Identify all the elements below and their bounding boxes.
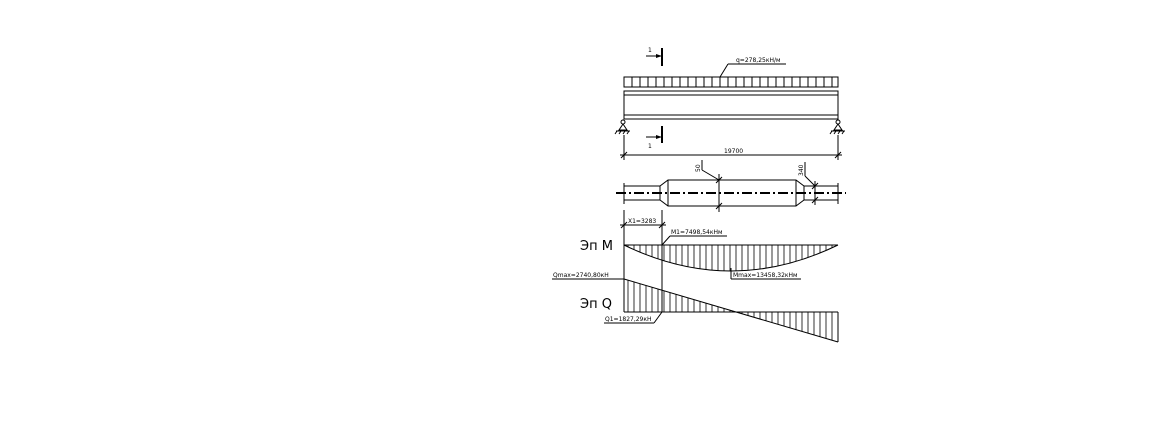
shear-hatch [627,280,833,341]
m1-label: M1=7498,54кНм [671,229,723,236]
section-mark-bottom-label: 1 [648,143,652,150]
support-left [614,119,630,135]
load-ticks [631,77,833,87]
load-label: q=278,25кН/м [736,57,781,64]
epure-m-title: Эп М [580,239,613,254]
section-mark-bottom: 1 [646,126,663,150]
dim-height-end-label: 340 [798,164,805,176]
qmax-label: Qmax=2740,80кН [553,272,609,279]
beam-elevation [623,90,839,120]
epure-q-title: Эп Q [580,297,612,312]
beam-plan [616,179,846,207]
q1-label: Q1=1827,29кН [605,316,652,323]
section-mark-top-label: 1 [648,47,652,54]
span-dimension: 19700 [620,135,842,160]
x1-label: X1=3283 [628,218,656,225]
section-mark-top: 1 [646,47,663,66]
moment-epure: Эп М M1=7498,54кНм Mmax=13458,32кНм [580,229,839,280]
dim-height-mid: 50 [695,160,723,212]
mmax-label: Mmax=13458,32кНм [733,272,798,279]
moment-hatch [627,245,833,271]
support-right [829,119,845,135]
x1-dimension: X1=3283 [620,210,666,230]
shear-epure: Эп Q Qmax=2740,80кН Q1=1827,29кН [552,272,839,343]
dim-height-end: 340 [798,162,819,205]
span-label: 19700 [724,148,743,155]
dim-height-mid-label: 50 [695,164,702,172]
distributed-load: q=278,25кН/м [623,57,839,88]
